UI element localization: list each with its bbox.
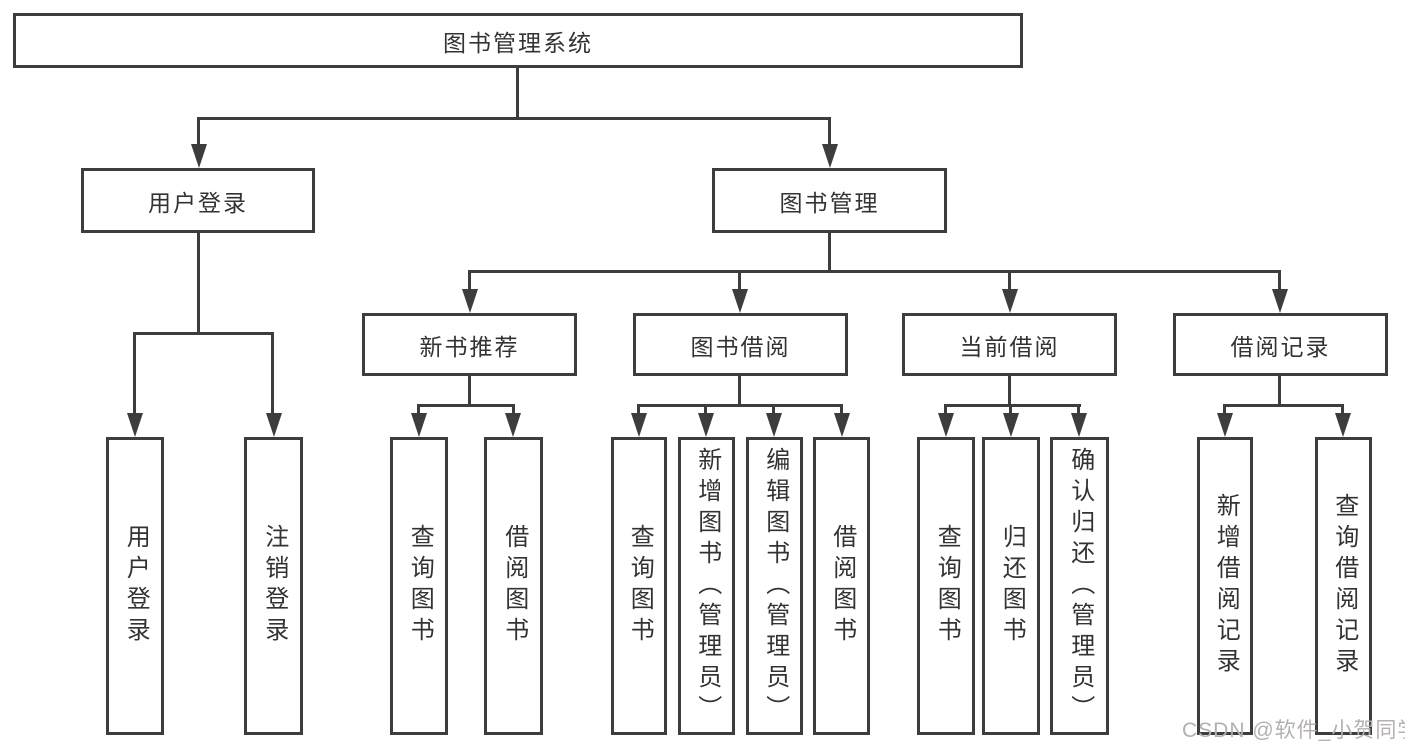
node-label: 新增图书（管理员） bbox=[693, 446, 721, 726]
node-nbr-query-books: 查询图书 bbox=[390, 437, 448, 735]
connector-stem-cb-query bbox=[944, 404, 947, 416]
node-user-login-action: 用户登录 bbox=[106, 437, 164, 735]
connector-stem-cb-return bbox=[1009, 404, 1012, 416]
arrowhead-cb-query bbox=[938, 413, 954, 437]
connector-bb-horizontal bbox=[637, 404, 843, 407]
connector-stem-bb-borrow bbox=[840, 404, 843, 416]
arrowhead-bb-query bbox=[631, 413, 647, 437]
connector-nbr-horizontal bbox=[417, 404, 515, 407]
arrowhead-logout-action bbox=[266, 413, 282, 437]
connector-level1-horizontal bbox=[197, 117, 831, 120]
arrowhead-borrowing-records bbox=[1272, 289, 1288, 313]
arrowhead-user-login bbox=[191, 144, 207, 168]
node-book-management: 图书管理 bbox=[712, 168, 947, 233]
node-label: 新增借阅记录 bbox=[1212, 493, 1240, 679]
connector-br-horizontal bbox=[1223, 404, 1344, 407]
connector-stem-book-management bbox=[828, 117, 831, 147]
node-label: 用户登录 bbox=[148, 189, 248, 216]
arrowhead-new-book bbox=[462, 289, 478, 313]
node-new-book-recommend: 新书推荐 bbox=[362, 313, 577, 376]
arrowhead-bb-edit bbox=[766, 413, 782, 437]
connector-stem-bb-query bbox=[637, 404, 640, 416]
node-br-query-record: 查询借阅记录 bbox=[1315, 437, 1372, 735]
connector-stem-borrowing-records bbox=[1278, 270, 1281, 292]
arrowhead-cb-confirm bbox=[1071, 413, 1087, 437]
connector-stem-current-borrowing bbox=[1008, 270, 1011, 292]
node-cb-query-books: 查询图书 bbox=[917, 437, 975, 735]
node-label: 查询图书 bbox=[406, 524, 434, 648]
node-current-borrowing: 当前借阅 bbox=[902, 313, 1117, 376]
connector-stem-br-add bbox=[1223, 404, 1226, 416]
connector-stem-bb-add bbox=[704, 404, 707, 416]
node-label: 查询借阅记录 bbox=[1330, 493, 1358, 679]
arrowhead-nbr-borrow bbox=[505, 413, 521, 437]
node-label: 归还图书 bbox=[998, 524, 1026, 648]
arrowhead-current-borrowing bbox=[1002, 289, 1018, 313]
node-cb-return-books: 归还图书 bbox=[982, 437, 1040, 735]
node-logout-action: 注销登录 bbox=[244, 437, 303, 735]
node-label: 借阅记录 bbox=[1230, 333, 1331, 360]
arrowhead-br-query bbox=[1335, 413, 1351, 437]
node-user-login: 用户登录 bbox=[81, 168, 315, 233]
arrowhead-cb-return bbox=[1003, 413, 1019, 437]
node-label: 借阅图书 bbox=[500, 524, 528, 648]
node-bb-query-books: 查询图书 bbox=[611, 437, 667, 735]
node-label: 图书管理系统 bbox=[443, 29, 593, 56]
connector-cb-horizontal bbox=[944, 404, 1081, 407]
node-label: 当前借阅 bbox=[959, 333, 1060, 360]
node-label: 编辑图书（管理员） bbox=[761, 446, 789, 726]
node-cb-confirm-return-admin: 确认归还（管理员） bbox=[1050, 437, 1109, 735]
connector-stem-cb-confirm bbox=[1077, 404, 1080, 416]
node-bb-borrow-books: 借阅图书 bbox=[813, 437, 870, 735]
arrowhead-bb-borrow bbox=[834, 413, 850, 437]
arrowhead-login-action bbox=[127, 413, 143, 437]
node-book-borrowing: 图书借阅 bbox=[633, 313, 848, 376]
node-nbr-borrow-books: 借阅图书 bbox=[484, 437, 543, 735]
arrowhead-book-borrowing bbox=[732, 289, 748, 313]
node-label: 借阅图书 bbox=[828, 524, 856, 648]
node-label: 查询图书 bbox=[626, 524, 654, 648]
node-label: 确认归还（管理员） bbox=[1066, 446, 1094, 726]
node-label: 图书管理 bbox=[779, 189, 880, 216]
node-label: 注销登录 bbox=[260, 524, 288, 648]
connector-stem-bb-edit bbox=[772, 404, 775, 416]
connector-stem-login-action bbox=[133, 332, 136, 416]
arrowhead-nbr-query bbox=[411, 413, 427, 437]
connector-userlogin-stub bbox=[197, 232, 200, 334]
node-label: 新书推荐 bbox=[419, 333, 520, 360]
connector-bb-stub bbox=[738, 375, 741, 406]
arrowhead-book-management bbox=[822, 144, 838, 168]
connector-stem-user-login bbox=[197, 117, 200, 147]
node-borrowing-records: 借阅记录 bbox=[1173, 313, 1388, 376]
node-bb-edit-books-admin: 编辑图书（管理员） bbox=[746, 437, 803, 735]
connector-root-stub bbox=[516, 68, 519, 120]
node-label: 用户登录 bbox=[122, 524, 150, 648]
connector-cb-stub bbox=[1008, 375, 1011, 406]
node-label: 查询图书 bbox=[933, 524, 961, 648]
node-library-management-system: 图书管理系统 bbox=[13, 13, 1023, 68]
connector-stem-new-book bbox=[468, 270, 471, 292]
connector-stem-nbr-borrow bbox=[512, 404, 515, 416]
connector-stem-br-query bbox=[1341, 404, 1344, 416]
csdn-watermark: CSDN @软件_小贺同学 bbox=[1182, 719, 1405, 742]
connector-bookmgmt-stub bbox=[828, 232, 831, 272]
node-br-add-record: 新增借阅记录 bbox=[1197, 437, 1253, 735]
arrowhead-bb-add bbox=[698, 413, 714, 437]
connector-stem-nbr-query bbox=[417, 404, 420, 416]
connector-userlogin-horizontal bbox=[133, 332, 274, 335]
node-label: 图书借阅 bbox=[690, 333, 791, 360]
connector-br-stub bbox=[1278, 375, 1281, 406]
connector-stem-logout-action bbox=[271, 332, 274, 416]
node-bb-add-books-admin: 新增图书（管理员） bbox=[678, 437, 735, 735]
arrowhead-br-add bbox=[1217, 413, 1233, 437]
connector-level3-horizontal bbox=[468, 270, 1281, 273]
connector-nbr-stub bbox=[468, 375, 471, 406]
connector-stem-book-borrowing bbox=[738, 270, 741, 292]
